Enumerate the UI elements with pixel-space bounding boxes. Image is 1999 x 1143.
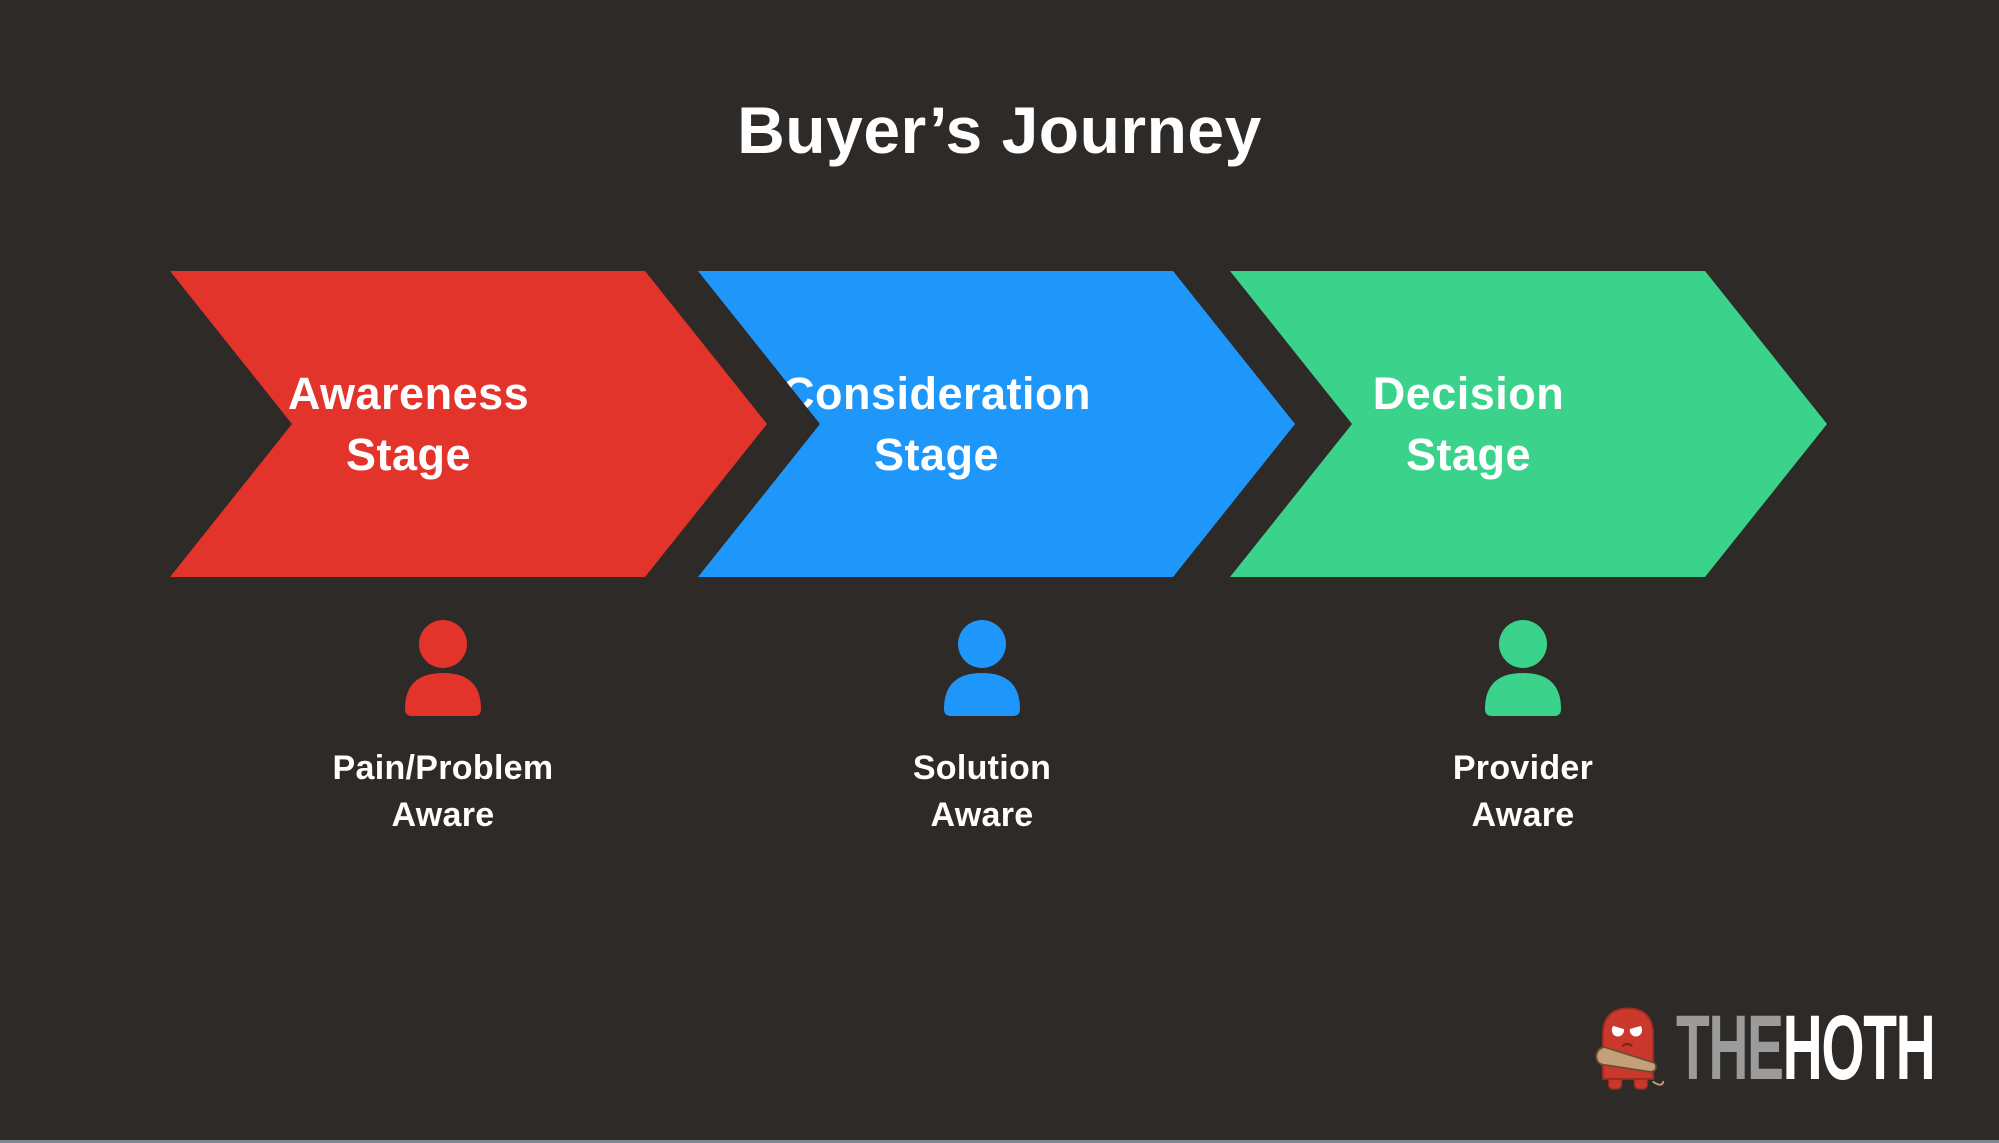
- brand-wordmark: THEHOTH: [1676, 1002, 1936, 1094]
- brand-logo: THEHOTH: [1592, 1002, 1999, 1094]
- persona-column-awareness: Pain/Problem Aware: [223, 620, 663, 839]
- stage-arrow-label: Decision Stage: [1230, 271, 1707, 577]
- mascot-brow: [1626, 1016, 1645, 1030]
- mascot-club: [1595, 1046, 1657, 1073]
- persona-label: Solution Aware: [913, 745, 1051, 839]
- persona-label-line1: Pain/Problem: [332, 749, 554, 787]
- stage-label-line2: Stage: [345, 429, 472, 480]
- page-title: Buyer’s Journey: [737, 93, 1262, 167]
- brand-the: THE: [1676, 997, 1784, 1099]
- persona-label-line1: Provider: [1452, 749, 1594, 787]
- persona-column-consideration: Solution Aware: [762, 620, 1202, 839]
- person-icon: [1485, 620, 1561, 716]
- stage-label-line1: Consideration: [781, 368, 1092, 419]
- person-icon: [944, 620, 1020, 716]
- mascot-mouth: [1621, 1042, 1633, 1047]
- footer-edge-line: [0, 1140, 1999, 1143]
- stage-arrow-awareness: Awareness Stage: [170, 271, 767, 577]
- persona-column-decision: Provider Aware: [1303, 620, 1743, 839]
- hoth-monster-mascot-icon: [1595, 1007, 1664, 1090]
- persona-label-line2: Aware: [1471, 796, 1575, 834]
- stage-arrow-decision: Decision Stage: [1230, 271, 1827, 577]
- stage-arrow-consideration: Consideration Stage: [698, 271, 1295, 577]
- stage-label-line1: Decision: [1372, 368, 1565, 419]
- persona-label-line2: Aware: [391, 796, 495, 834]
- persona-label: Pain/Problem Aware: [333, 745, 554, 839]
- stage-label-line2: Stage: [873, 429, 1000, 480]
- brand-hoth: HOTH: [1782, 997, 1936, 1099]
- persona-label: Provider Aware: [1453, 745, 1593, 839]
- stage-label-line1: Awareness: [287, 368, 530, 419]
- stage-arrow-label: Consideration Stage: [698, 271, 1175, 577]
- mascot-brow: [1609, 1016, 1628, 1030]
- mascot-tail: [1652, 1080, 1664, 1086]
- person-icon: [405, 620, 481, 716]
- persona-label-line2: Aware: [930, 796, 1034, 834]
- stage-label-line2: Stage: [1405, 429, 1532, 480]
- stage-arrow-label: Awareness Stage: [170, 271, 647, 577]
- persona-label-line1: Solution: [912, 749, 1052, 787]
